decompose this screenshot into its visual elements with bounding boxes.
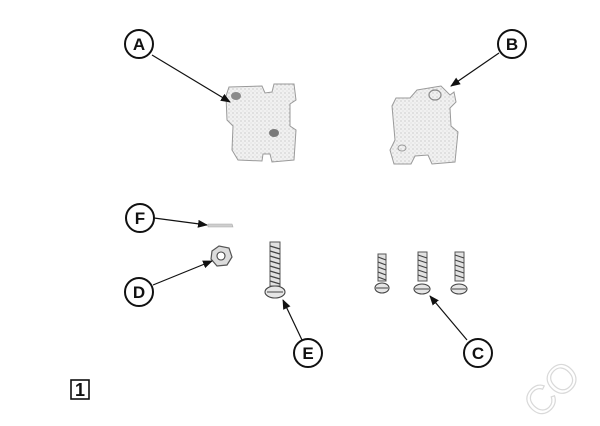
callout-d: D	[124, 277, 154, 307]
svg-text:F: F	[135, 209, 145, 228]
leader-line-a	[151, 54, 231, 103]
leader-line-c	[429, 295, 468, 341]
callout-f: F	[125, 203, 155, 233]
screw-e	[264, 241, 286, 299]
bracket-b	[389, 85, 459, 165]
svg-text:A: A	[133, 35, 145, 54]
leader-line-b	[450, 52, 500, 87]
svg-text:CO: CO	[515, 353, 589, 426]
clip-f	[207, 223, 234, 228]
screw-c-3	[450, 251, 468, 295]
svg-text:E: E	[302, 344, 313, 363]
figure-number-box: 1	[70, 379, 90, 400]
svg-text:1: 1	[75, 380, 85, 400]
svg-text:D: D	[133, 283, 145, 302]
callout-b: B	[497, 29, 527, 59]
bracket-a	[225, 83, 297, 163]
screw-c-1	[374, 253, 390, 294]
leader-line-e	[282, 299, 303, 341]
leader-line-d	[152, 260, 213, 286]
watermark: CO	[515, 352, 590, 426]
nut-d	[210, 245, 233, 267]
callout-c: C	[463, 338, 493, 368]
svg-text:B: B	[506, 35, 518, 54]
leader-line-f	[153, 217, 208, 228]
screw-c-2	[413, 251, 431, 295]
callout-e: E	[293, 338, 323, 368]
svg-text:C: C	[472, 344, 484, 363]
callout-a: A	[124, 29, 154, 59]
